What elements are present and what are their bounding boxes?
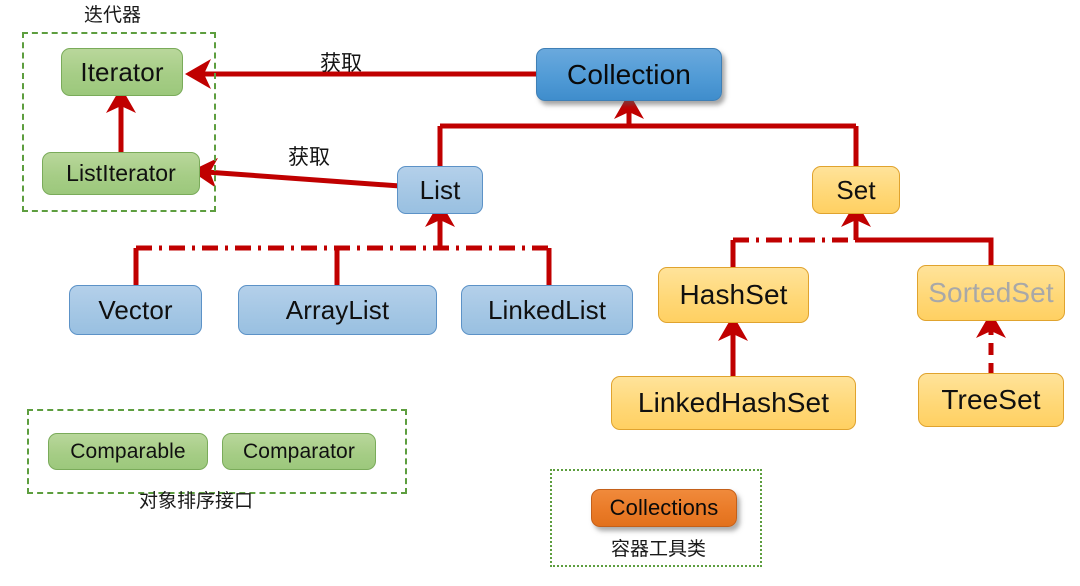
edge-label-collection-to-iterator: 获取 <box>320 51 362 75</box>
node-array-list-label: ArrayList <box>285 295 390 325</box>
node-hash-set-label: HashSet <box>679 279 788 310</box>
edge-label-list-to-listiterator: 获取 <box>288 145 330 169</box>
node-collections[interactable]: Collections <box>591 489 737 527</box>
node-list[interactable]: List <box>397 166 483 214</box>
utility-group-frame <box>550 469 762 567</box>
node-linked-list[interactable]: LinkedList <box>461 285 633 335</box>
node-hash-set[interactable]: HashSet <box>658 267 809 323</box>
edge-sortedset-to-set <box>856 237 994 266</box>
node-list-label: List <box>419 175 461 205</box>
node-linked-list-label: LinkedList <box>487 295 607 325</box>
edge-list-to-listiterator <box>191 157 401 189</box>
node-comparator[interactable]: Comparator <box>222 433 376 470</box>
edge-hashset-to-set <box>730 201 871 268</box>
sorting-group-frame <box>27 409 407 494</box>
node-collections-label: Collections <box>609 495 719 520</box>
node-linked-hash-set-label: LinkedHashSet <box>637 387 830 418</box>
sorting-group-caption: 对象排序接口 <box>139 490 254 512</box>
node-tree-set[interactable]: TreeSet <box>918 373 1064 427</box>
iterator-group-caption: 迭代器 <box>84 4 142 26</box>
node-comparable[interactable]: Comparable <box>48 433 208 470</box>
node-linked-hash-set[interactable]: LinkedHashSet <box>611 376 856 430</box>
node-comparable-label: Comparable <box>70 440 186 463</box>
node-comparator-label: Comparator <box>243 440 355 463</box>
node-iterator-label: Iterator <box>80 57 164 87</box>
utility-group-caption: 容器工具类 <box>611 538 707 560</box>
node-vector-label: Vector <box>98 295 173 325</box>
node-sorted-set[interactable]: SortedSet <box>917 265 1065 321</box>
node-sorted-set-label: SortedSet <box>928 277 1054 308</box>
node-collection[interactable]: Collection <box>536 48 722 101</box>
node-set-label: Set <box>836 175 876 205</box>
node-array-list[interactable]: ArrayList <box>238 285 437 335</box>
node-vector[interactable]: Vector <box>69 285 202 335</box>
node-iterator[interactable]: Iterator <box>61 48 183 96</box>
node-set[interactable]: Set <box>812 166 900 214</box>
edge-list-implementors <box>133 201 552 286</box>
node-list-iterator-label: ListIterator <box>66 160 176 186</box>
node-tree-set-label: TreeSet <box>941 384 1041 415</box>
edge-list-set-to-collection <box>437 93 859 166</box>
node-list-iterator[interactable]: ListIterator <box>42 152 200 195</box>
iterator-group-frame <box>22 32 216 212</box>
node-collection-label: Collection <box>567 58 691 90</box>
